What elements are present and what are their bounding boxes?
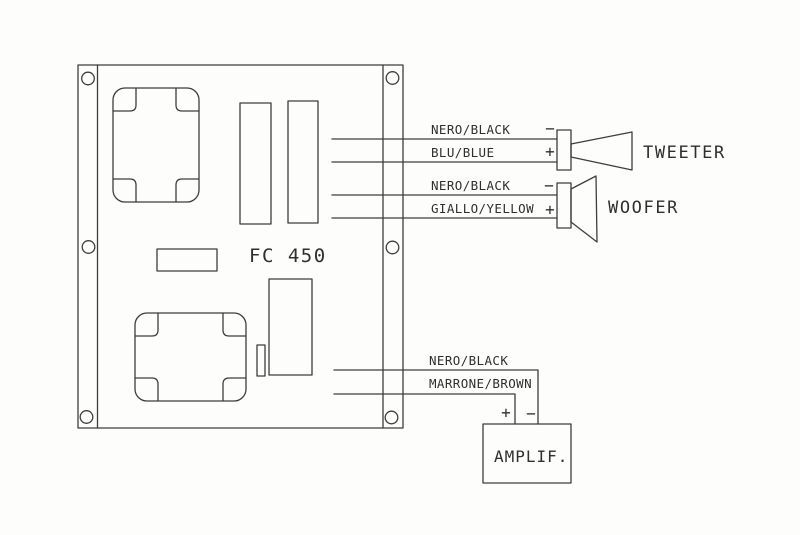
mounting-hole-icons — [79, 71, 400, 425]
crossover-board-outline — [77, 64, 404, 429]
board-label: FC 450 — [249, 245, 327, 267]
wire-label-tweeter-positive: BLU/BLUE — [431, 145, 495, 160]
wire-label-amplifier-positive: MARRONE/BROWN — [429, 376, 533, 391]
wire-label-woofer-negative: NERO/BLACK — [431, 178, 511, 193]
woofer-icon — [556, 175, 598, 243]
resistor-icon-small — [256, 344, 266, 377]
tweeter-label: TWEETER — [643, 143, 726, 163]
inductor-coil-top-icon — [112, 87, 200, 203]
capacitor-icon-1 — [239, 102, 272, 225]
woofer-label: WOOFER — [608, 198, 680, 218]
amplifier-minus-sign: − — [526, 404, 536, 423]
wire-label-amplifier-negative: NERO/BLACK — [429, 353, 509, 368]
tweeter-plus-sign: + — [545, 142, 555, 161]
inductor-coil-bottom-icon — [134, 312, 247, 402]
wire-label-tweeter-negative: NERO/BLACK — [431, 122, 511, 137]
wire-amplifier-negative — [333, 369, 539, 425]
capacitor-icon-2 — [287, 100, 319, 224]
woofer-minus-sign: − — [544, 176, 554, 195]
woofer-plus-sign: + — [545, 200, 555, 219]
amplifier-plus-sign: + — [501, 403, 511, 422]
component-block-small — [156, 248, 218, 272]
capacitor-icon-3 — [268, 278, 313, 376]
tweeter-minus-sign: − — [545, 119, 555, 138]
amplifier-box — [482, 423, 572, 484]
wire-amplifier-positive — [333, 393, 516, 425]
amplifier-label: AMPLIF. — [494, 447, 569, 466]
tweeter-icon — [556, 129, 633, 171]
wire-label-woofer-positive: GIALLO/YELLOW — [431, 201, 535, 216]
